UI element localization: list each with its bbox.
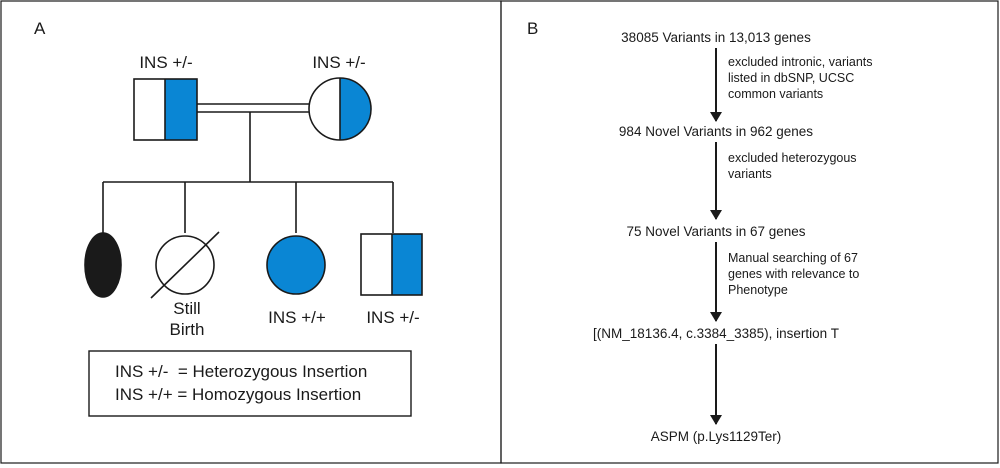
child-4-heterozygous-male — [360, 233, 423, 296]
child-3-genotype-label: INS +/+ — [268, 308, 326, 327]
child-2-stillbirth-symbol — [150, 231, 220, 299]
step-3-text: 75 Novel Variants in 67 genes — [626, 224, 805, 239]
filter-1-line-3: common variants — [728, 87, 823, 101]
legend-heterozygous: INS +/- = Heterozygous Insertion — [115, 362, 367, 381]
legend-homozygous: INS +/+ = Homozygous Insertion — [115, 385, 361, 404]
father-genotype-label: INS +/- — [139, 53, 192, 72]
panel-a-label: A — [34, 19, 46, 38]
filter-1-line-2: listed in dbSNP, UCSC — [728, 71, 854, 85]
mother-symbol — [308, 77, 372, 141]
child-4-genotype-label: INS +/- — [366, 308, 419, 327]
step-1-text: 38085 Variants in 13,013 genes — [621, 30, 811, 45]
filter-3-line-2: genes with relevance to — [728, 267, 859, 281]
step-2-text: 984 Novel Variants in 962 genes — [619, 124, 813, 139]
stillbirth-label-line2: Birth — [170, 320, 205, 339]
panel-b: B 38085 Variants in 13,013 genes 984 Nov… — [527, 19, 873, 444]
child-1-affected-female — [84, 232, 122, 298]
panel-a: A INS +/- INS +/- — [34, 19, 423, 417]
filter-2-line-2: variants — [728, 167, 772, 181]
stillbirth-label-line1: Still — [173, 299, 200, 318]
filter-3-line-1: Manual searching of 67 — [728, 251, 858, 265]
panel-b-label: B — [527, 19, 538, 38]
step-5-text: ASPM (p.Lys1129Ter) — [651, 429, 782, 444]
father-symbol — [133, 78, 198, 141]
panel-b-frame — [500, 0, 999, 464]
step-4-text: [(NM_18136.4, c.3384_3385), insertion T — [593, 326, 839, 341]
child-3-homozygous-female — [266, 235, 326, 295]
filter-3-line-3: Phenotype — [728, 283, 788, 297]
filter-2-line-1: excluded heterozygous — [728, 151, 857, 165]
filter-1-line-1: excluded intronic, variants — [728, 55, 873, 69]
mother-genotype-label: INS +/- — [312, 53, 365, 72]
legend-box — [88, 350, 412, 417]
